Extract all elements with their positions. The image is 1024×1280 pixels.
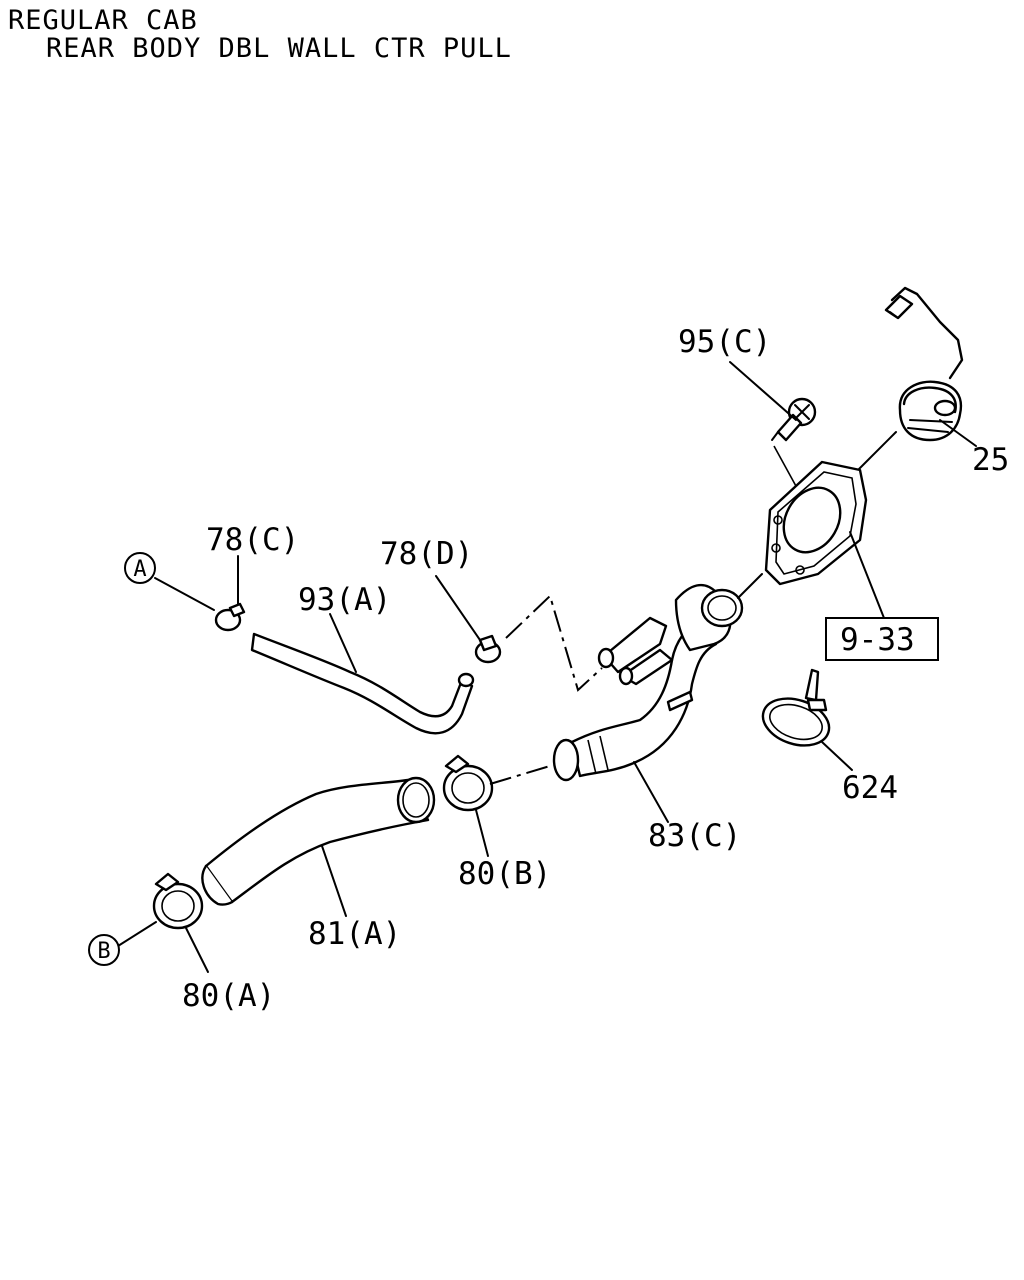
callout-b-label: B [97,939,110,964]
filler-neck-83c [552,583,744,782]
clamp-624 [761,668,831,747]
leader-80a [185,927,209,973]
neck-to-housing-leader [737,573,763,599]
header-title: REGULAR CAB [8,5,198,36]
dash-link-80b [489,765,551,785]
callout-a-circle [124,552,156,584]
label-80a: 80(A) [182,978,275,1014]
label-81a: 81(A) [308,916,401,952]
fuel-cap-25 [884,286,964,442]
label-83c: 83(C) [648,818,741,854]
label-95c: 95(C) [678,324,771,360]
leader-83c [633,761,669,823]
label-80b: 80(B) [458,856,551,892]
label-78d: 78(D) [380,536,473,572]
leader-93a [329,613,357,673]
leader-95c [729,361,797,421]
ref-box-9-33 [825,617,939,661]
label-9-33: 9-33 [840,622,915,658]
dash-link-78d [505,594,603,692]
leader-b [117,921,157,947]
label-25: 25 [972,442,1009,478]
header-subtitle: REAR BODY DBL WALL CTR PULL [46,33,512,64]
leader-25 [939,419,977,447]
leader-81a [321,845,347,917]
leader-624 [821,741,853,771]
hose-93a [250,632,475,735]
clamp-80a [152,872,204,930]
clip-78d [474,634,502,664]
callout-a-label: A [133,557,146,582]
leader-80b [475,809,489,857]
leader-78d [435,575,481,641]
leader-9-33 [849,531,885,619]
hose-81a [201,776,436,906]
leader-a [154,577,215,611]
label-93a: 93(A) [298,582,391,618]
filler-housing-9-33 [764,460,868,586]
label-624: 624 [842,770,898,806]
clamp-80b [442,754,494,812]
clip-78c [214,602,246,632]
callout-b-circle [88,934,120,966]
cap-leader [857,431,897,471]
label-78c: 78(C) [206,522,299,558]
